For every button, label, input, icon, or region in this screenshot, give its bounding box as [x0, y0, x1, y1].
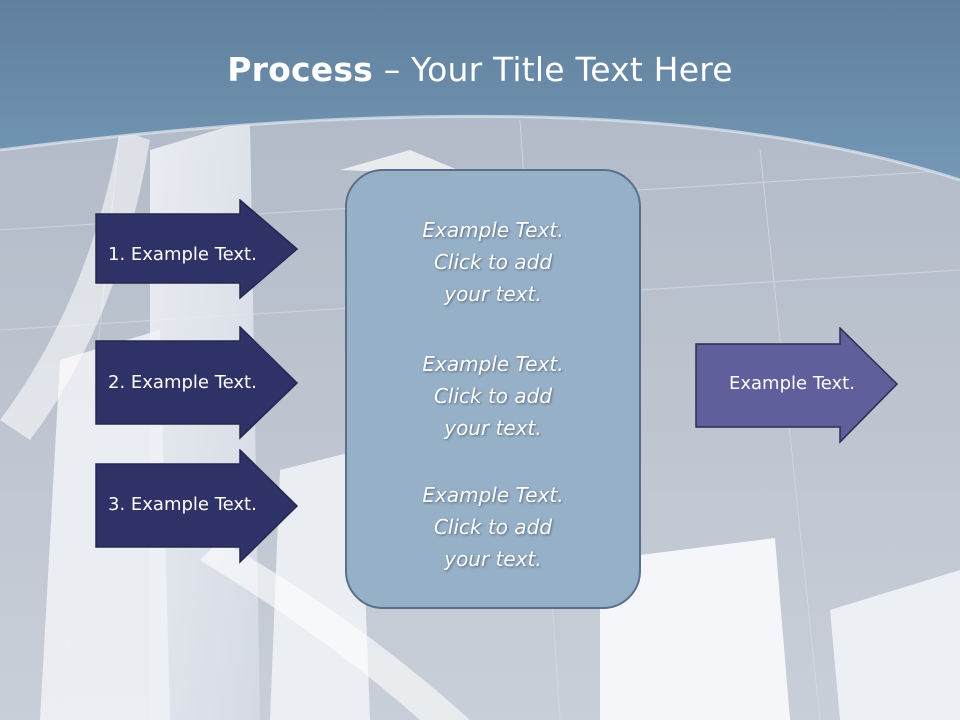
center-paragraph-3: Example Text. Click to add your text.: [347, 479, 639, 575]
paragraph-line: Example Text.: [422, 218, 564, 242]
slide-title[interactable]: Process – Your Title Text Here: [0, 50, 960, 89]
paragraph-line: your text.: [444, 547, 542, 571]
center-paragraph-1: Example Text. Click to add your text.: [347, 214, 639, 310]
input-arrow-3-label: 3. Example Text.: [108, 494, 257, 515]
center-text-box[interactable]: Example Text. Click to add your text. Ex…: [345, 169, 641, 609]
paragraph-line: Example Text.: [422, 483, 564, 507]
center-paragraph-2: Example Text. Click to add your text.: [347, 348, 639, 444]
arrow-shape: [95, 449, 299, 564]
output-arrow[interactable]: [695, 327, 900, 444]
title-bold-word: Process: [227, 50, 374, 89]
output-arrow-label: Example Text.: [729, 373, 855, 394]
input-arrow-1[interactable]: [95, 199, 300, 300]
input-arrow-2-label: 2. Example Text.: [108, 372, 257, 393]
arrow-shape: [695, 327, 899, 444]
paragraph-line: Click to add: [433, 515, 553, 539]
arrow-shape: [95, 326, 299, 440]
paragraph-line: Click to add: [433, 384, 553, 408]
paragraph-line: your text.: [444, 282, 542, 306]
input-arrow-2[interactable]: [95, 326, 300, 440]
input-arrow-3[interactable]: [95, 449, 300, 564]
paragraph-line: your text.: [444, 416, 542, 440]
arrow-shape: [95, 199, 299, 300]
paragraph-line: Example Text.: [422, 352, 564, 376]
paragraph-line: Click to add: [433, 250, 553, 274]
input-arrow-1-label: 1. Example Text.: [108, 244, 257, 265]
title-rest: – Your Title Text Here: [373, 50, 733, 89]
